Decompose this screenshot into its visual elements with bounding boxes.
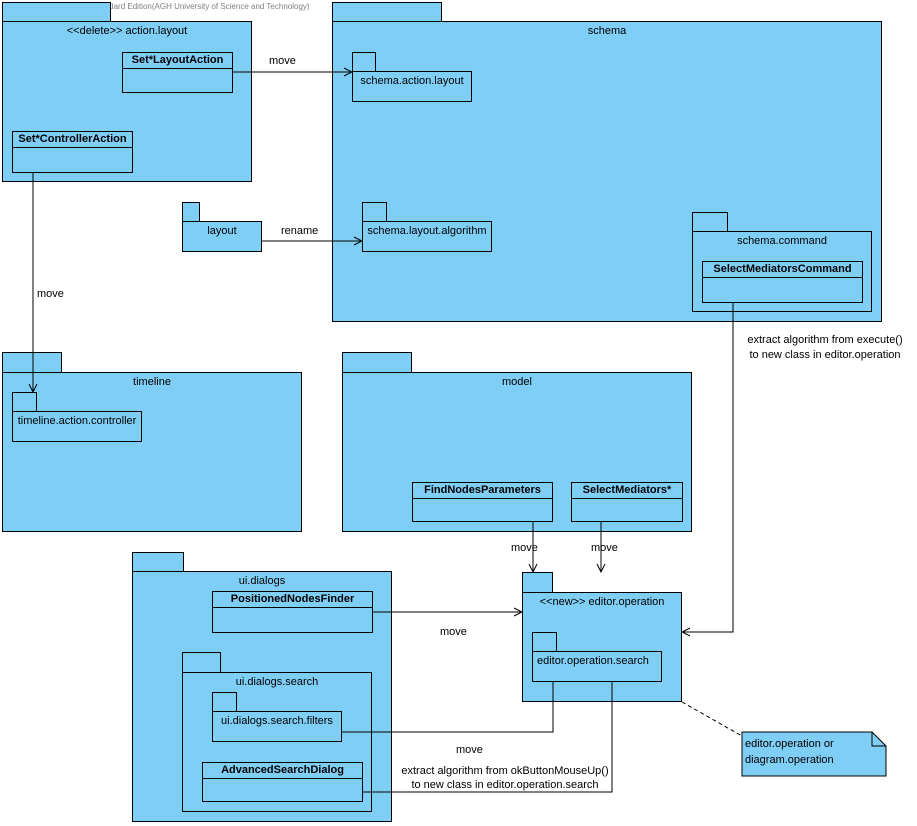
- class-name: AdvancedSearchDialog: [203, 763, 362, 779]
- class-advanced-search-dialog[interactable]: AdvancedSearchDialog: [202, 762, 363, 802]
- class-name: PositionedNodesFinder: [213, 592, 372, 608]
- note-shape: [741, 731, 887, 777]
- package-schema-layout-algorithm[interactable]: schema.layout.algorithm: [362, 221, 492, 252]
- package-timeline-action-controller[interactable]: timeline.action.controller: [12, 411, 142, 442]
- package-tab-model: [342, 352, 412, 373]
- class-set-controller-action[interactable]: Set*ControllerAction: [12, 131, 133, 173]
- note-text-line2: diagram.operation: [745, 754, 834, 766]
- note-fold: [871, 732, 886, 747]
- package-ui-dialogs-search-filters[interactable]: ui.dialogs.search.filters: [212, 711, 342, 742]
- label-extract-ok-line1: extract algorithm from okButtonMouseUp(): [401, 765, 609, 777]
- label-move: move: [591, 542, 618, 554]
- label-move: move: [456, 744, 483, 756]
- package-timeline[interactable]: timeline: [2, 372, 302, 532]
- package-tab-schema-layout-algorithm: [362, 202, 387, 222]
- package-tab-schema-action-layout: [352, 52, 376, 72]
- package-title: ui.dialogs.search.filters: [221, 715, 333, 727]
- package-title: <<new>> editor.operation: [539, 596, 665, 608]
- label-extract-ok-line2: to new class in editor.operation.search: [411, 779, 599, 791]
- class-select-mediators[interactable]: SelectMediators*: [571, 482, 683, 522]
- package-title: schema.action.layout: [360, 75, 464, 87]
- package-title: schema: [587, 25, 627, 37]
- class-find-nodes-parameters[interactable]: FindNodesParameters: [412, 482, 553, 522]
- package-editor-operation-search[interactable]: editor.operation.search: [532, 651, 662, 682]
- package-title: schema.layout.algorithm: [367, 225, 487, 237]
- package-tab-schema-command: [692, 212, 728, 232]
- package-tab-editor-operation-search: [532, 632, 557, 652]
- label-extract-execute-line2: to new class in editor.operation: [749, 349, 901, 361]
- label-move: move: [269, 55, 296, 67]
- label-rename: rename: [281, 225, 319, 237]
- class-name: Set*LayoutAction: [123, 53, 232, 69]
- class-name: Set*ControllerAction: [13, 132, 132, 148]
- label-move: move: [511, 542, 538, 554]
- package-tab-timeline-action-controller: [12, 392, 37, 412]
- package-tab-editor-operation: [522, 572, 553, 593]
- class-set-layout-action[interactable]: Set*LayoutAction: [122, 52, 233, 93]
- watermark-text: Visual Paradigm for UML Standard Edition…: [2, 2, 310, 11]
- edge-extract-ok-button: [363, 682, 613, 793]
- package-tab-action-layout: [2, 2, 111, 22]
- note-text-line1: editor.operation or: [745, 738, 834, 750]
- package-schema-action-layout[interactable]: schema.action.layout: [352, 71, 472, 102]
- package-tab-ui-dialogs-search: [182, 652, 221, 673]
- package-title: editor.operation.search: [537, 655, 649, 667]
- package-layout[interactable]: layout: [182, 221, 262, 252]
- note-anchor-line: [681, 701, 743, 737]
- label-move: move: [37, 288, 64, 300]
- package-title: <<delete>> action.layout: [66, 25, 188, 37]
- package-title: timeline: [133, 376, 171, 388]
- class-name: SelectMediators*: [572, 483, 682, 499]
- edge-move-search-filters: [342, 682, 554, 733]
- class-name: FindNodesParameters: [413, 483, 552, 499]
- label-extract-execute-line1: extract algorithm from execute(): [747, 334, 903, 346]
- class-name: SelectMediatorsCommand: [703, 262, 862, 278]
- package-title: schema.command: [737, 235, 827, 247]
- edge-extract-execute: [682, 303, 734, 632]
- package-tab-layout: [182, 202, 200, 222]
- package-tab-schema: [332, 2, 442, 22]
- class-positioned-nodes-finder[interactable]: PositionedNodesFinder: [212, 591, 373, 633]
- package-title: ui.dialogs: [238, 575, 286, 587]
- label-move: move: [440, 626, 467, 638]
- package-title: timeline.action.controller: [17, 415, 137, 427]
- package-tab-timeline: [2, 352, 62, 373]
- package-title: ui.dialogs.search: [235, 676, 319, 688]
- package-title: model: [502, 376, 532, 388]
- package-tab-ui-dialogs: [132, 552, 184, 572]
- package-title: layout: [207, 225, 237, 237]
- package-tab-ui-dialogs-search-filters: [212, 692, 237, 712]
- class-select-mediators-command[interactable]: SelectMediatorsCommand: [702, 261, 863, 303]
